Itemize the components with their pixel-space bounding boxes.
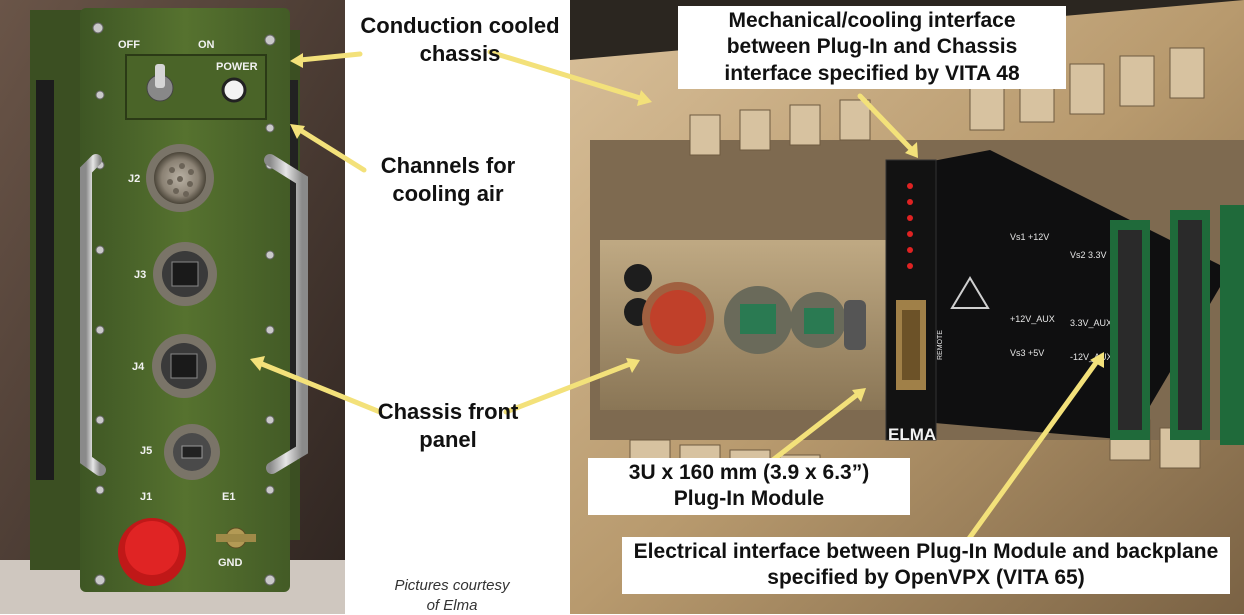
plugin-size-text: 3U x 160 mm (3.9 x 6.3”) — [594, 460, 904, 486]
off-label: OFF — [118, 39, 140, 51]
backplane-connectors — [1110, 205, 1244, 445]
callout-plugin-module: 3U x 160 mm (3.9 x 6.3”) Plug-In Module — [588, 458, 910, 515]
callout-electrical-interface: Electrical interface between Plug-In Mod… — [622, 537, 1230, 594]
elma-logo: ELMA — [888, 425, 936, 444]
chassis-photo: OFF ON POWER J2 J3 J4 J5 J1 E1 GND — [0, 0, 345, 614]
j4-label: J4 — [132, 361, 145, 373]
gnd-label: GND — [218, 557, 243, 569]
aux2-label: 3.3V_AUX — [1070, 318, 1112, 328]
left-fins — [30, 10, 85, 570]
vs2-label: Vs2 3.3V — [1070, 250, 1107, 260]
plugin-module-text: Plug-In Module — [594, 486, 904, 512]
e1-label: E1 — [222, 491, 235, 503]
aux3-label: -12V_AUX — [1070, 352, 1113, 362]
callout-conduction-cooled-chassis: Conduction cooled chassis — [360, 12, 560, 67]
power-label: POWER — [216, 61, 258, 73]
callout-cooling-channels: Channels for cooling air — [348, 152, 548, 207]
credit-line-1: Pictures courtesy — [352, 576, 552, 596]
aux1-label: +12V_AUX — [1010, 314, 1055, 324]
callout-mechanical-interface: Mechanical/cooling interface between Plu… — [678, 6, 1066, 89]
photo-credit: Pictures courtesy of Elma — [352, 576, 552, 615]
plugin-module-photo: Vs1 +12V Vs2 3.3V +12V_AUX 3.3V_AUX Vs3 … — [570, 0, 1244, 614]
vs1-label: Vs1 +12V — [1010, 232, 1049, 242]
j5-label: J5 — [140, 445, 152, 457]
credit-line-2: of Elma — [352, 596, 552, 615]
vs3-label: Vs3 +5V — [1010, 348, 1044, 358]
remote-label: REMOTE — [937, 330, 944, 360]
j3-label: J3 — [134, 269, 146, 281]
callout-chassis-front-panel: Chassis front panel — [348, 398, 548, 453]
j1-label: J1 — [140, 491, 152, 503]
j2-label: J2 — [128, 173, 140, 185]
on-label: ON — [198, 39, 215, 51]
